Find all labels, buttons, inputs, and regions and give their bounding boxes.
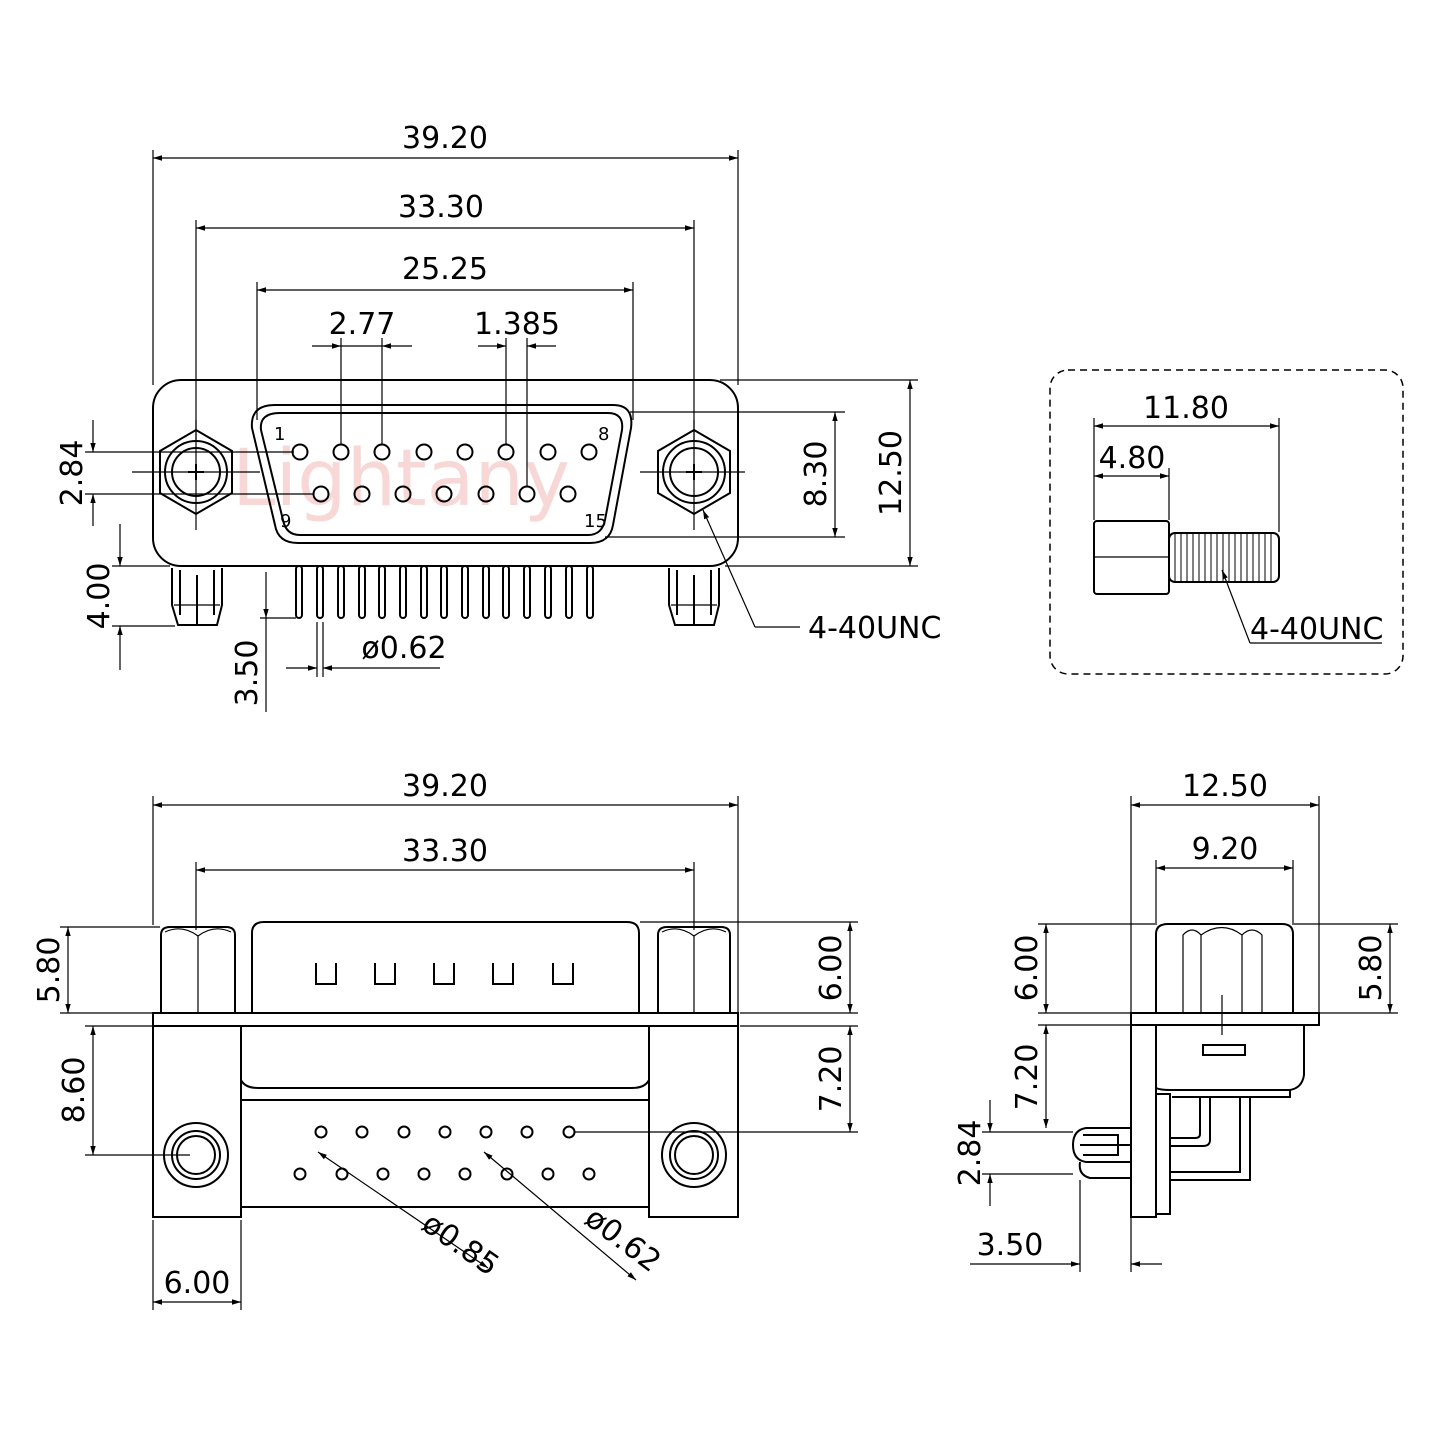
- dim-row-offset: 1.385: [474, 307, 560, 342]
- dim-left-boss: 5.80: [32, 937, 67, 1004]
- dimple: [315, 963, 337, 985]
- dim-side-body-depth: 7.20: [1010, 1044, 1045, 1111]
- tail-pins: [295, 565, 594, 619]
- pin-hole: [456, 443, 474, 461]
- pcb-pin-holes: [293, 1125, 596, 1181]
- detail-frame: [1049, 369, 1404, 675]
- side-flange: [1130, 1012, 1320, 1026]
- dim-row-spacing: 2.84: [55, 440, 90, 507]
- bottom-shell: [251, 921, 640, 1013]
- pin-hole: [435, 485, 453, 503]
- dimple: [552, 963, 574, 985]
- side-view: 12.50 9.20 6.00 5.80 7.20 2.84 3.50: [953, 769, 1398, 1272]
- d-shell-inner: [259, 412, 624, 536]
- thread-callout: 4-40UNC: [808, 611, 941, 646]
- pin-label-9: 9: [280, 511, 291, 532]
- side-insulator: [1155, 1093, 1171, 1215]
- pin-hole: [559, 485, 577, 503]
- dim-hole-diameter: ø0.85: [415, 1206, 505, 1284]
- pin-hole: [477, 485, 495, 503]
- dim-side-shell-width: 9.20: [1192, 832, 1259, 867]
- bottom-view: 39.20 33.30 5.80 6.00 8.60 7.20 6.00 ø0.…: [32, 769, 858, 1310]
- side-bracket: [1130, 1024, 1157, 1218]
- right-hex-nut: [640, 420, 745, 530]
- dimple: [374, 963, 396, 985]
- dimple: [492, 963, 514, 985]
- pin-label-8: 8: [598, 424, 609, 445]
- dimple: [433, 963, 455, 985]
- dim-side-shell-height: 6.00: [1010, 935, 1045, 1002]
- side-board-lock: [1071, 1127, 1131, 1163]
- left-board-lock: [171, 568, 223, 626]
- dim-side-row-spacing: 2.84: [953, 1120, 988, 1187]
- left-bracket: [152, 1025, 242, 1218]
- pin-hole: [353, 485, 371, 503]
- pin-hole: [394, 485, 412, 503]
- thread-lines: [1174, 534, 1272, 581]
- side-latch: [1202, 1044, 1246, 1056]
- pin-hole: [539, 443, 557, 461]
- front-view: 1 8 9 15: [55, 121, 941, 712]
- dim-bottom-hole-pitch: 33.30: [402, 834, 488, 869]
- dim-tail-diameter: ø0.62: [361, 631, 446, 666]
- pin-label-1: 1: [274, 424, 285, 445]
- dim-hole-pitch: 33.30: [398, 190, 484, 225]
- dim-shell-height: 8.30: [799, 441, 834, 508]
- dim-shell-width: 25.25: [402, 252, 488, 287]
- dim-body-depth: 7.20: [814, 1046, 849, 1113]
- dim-pin-pitch: 2.77: [329, 307, 396, 342]
- pin-hole: [415, 443, 433, 461]
- dim-tail-length: 3.50: [230, 640, 265, 707]
- dim-overall-width: 39.20: [402, 121, 488, 156]
- screw-thread: [1168, 532, 1280, 583]
- bottom-flange-plate: [152, 1012, 739, 1027]
- dim-right-boss: 6.00: [814, 935, 849, 1002]
- left-boss: [160, 926, 236, 1013]
- dim-screw-length: 11.80: [1143, 391, 1229, 426]
- pin-label-15: 15: [584, 511, 607, 532]
- d-shell-outer: [250, 404, 633, 544]
- right-bracket: [648, 1025, 739, 1218]
- right-mount-hole: [661, 1122, 727, 1188]
- dim-side-width: 12.50: [1182, 769, 1268, 804]
- dim-boardlock-length: 4.00: [82, 563, 117, 630]
- side-shell: [1155, 923, 1294, 1013]
- dim-flange-height: 12.50: [874, 430, 909, 516]
- screw-thread-callout: 4-40UNC: [1250, 612, 1383, 647]
- dim-bottom-width: 39.20: [402, 769, 488, 804]
- dim-tail-diameter-bottom: ø0.62: [578, 1200, 667, 1279]
- pin-hole: [580, 443, 598, 461]
- dim-side-tail-length: 3.50: [977, 1228, 1044, 1263]
- dim-side-boss-height: 5.80: [1354, 935, 1389, 1002]
- dim-bracket-width: 6.00: [164, 1266, 231, 1301]
- right-board-lock: [668, 568, 720, 626]
- dim-hole-offset: 8.60: [57, 1057, 92, 1124]
- screw-detail: 11.80 4.80 4-40UNC: [1049, 369, 1404, 675]
- dim-head-length: 4.80: [1099, 441, 1166, 476]
